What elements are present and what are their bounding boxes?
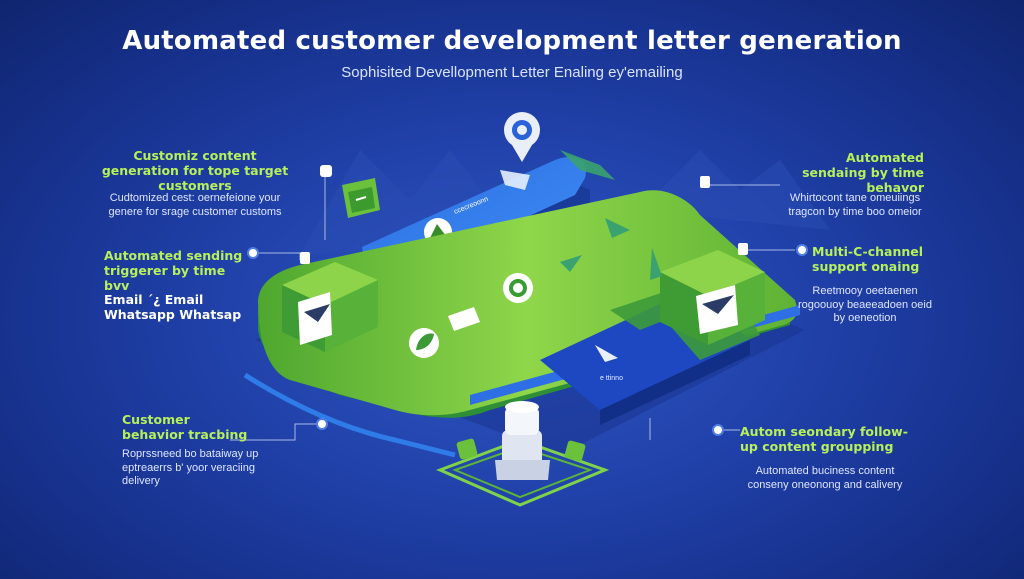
small-status-icon [456,438,478,460]
right-annotation-3-title: Autom seondary follow-up content grouppi… [740,424,908,454]
leaf-icon [409,328,439,358]
decor-leaf [560,255,582,272]
left-annotation-4-title: Customer behavior tracbing [122,412,248,442]
left-annotation-2-title: Automated sending triggerer by time bvv [104,248,243,293]
left-annotation-4-desc: Roprssneed bo bataiway up eptreaerrs b' … [122,448,259,487]
decor-leaf [605,218,630,238]
small-node-icon [300,252,310,264]
right-annotation-1-desc: Whirtocont tane omeuiings tragcon by tim… [788,192,922,218]
callout-dots [247,244,808,436]
left-mail-cube [282,262,378,352]
small-node-icon [700,176,710,188]
right-annotation-1-title: Automated sendaing by time behavor [802,150,924,195]
decor-leaf [560,150,615,180]
decor-leaf [650,248,662,280]
small-node-icon [738,243,748,255]
page-subtitle: Sophisited Devellopment Letter Enaling e… [341,64,683,81]
right-annotation-3-desc: Automated buciness content conseny oneon… [747,465,903,491]
page-title: Automated customer development letter ge… [122,26,902,56]
small-status-icon [564,440,586,462]
small-node-icon [320,165,332,177]
database-server-icon [436,401,610,507]
left-annotation-3-title: Email ´¿ Email Whatsapp Whatsap [104,292,242,322]
whatsapp-icon [503,273,533,303]
location-pin-icon [504,112,540,162]
right-annotation-2-desc: Reetmooy oeetaenen rogoouoy beaeeadoen o… [798,285,932,324]
right-annotation-2-title: Multi-C-channel support onaing [812,244,924,274]
left-annotation-1-desc: Cudtomized cest: oernefeione your genere… [108,192,282,218]
chat-bubble-icon [342,178,380,218]
right-panel-label: e ttinno [600,375,623,382]
data-flow-stream [243,372,456,458]
right-mail-cube [660,250,765,345]
left-annotation-1-title: Customiz content generation for tope tar… [101,148,289,193]
mail-card-icon [448,307,480,331]
